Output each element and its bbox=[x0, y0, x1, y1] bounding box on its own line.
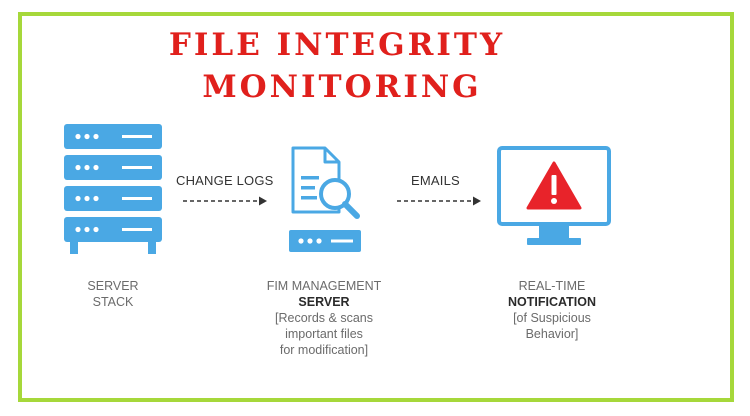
diagram-frame: FILE INTEGRITY MONITORING SERVER STACK C… bbox=[18, 12, 734, 402]
dashed-arrow-2 bbox=[397, 196, 481, 206]
title-line-1: FILE INTEGRITY bbox=[168, 27, 506, 63]
dashed-arrow-1 bbox=[183, 196, 267, 206]
notification-label: REAL-TIME NOTIFICATION [of Suspicious Be… bbox=[508, 279, 596, 341]
fim-server-label: FIM MANAGEMENT SERVER [Records & scans i… bbox=[266, 279, 382, 357]
document-magnifier-icon bbox=[289, 146, 361, 252]
title-line-2: MONITORING bbox=[202, 69, 482, 105]
server-stack-label: SERVER STACK bbox=[87, 279, 139, 309]
edge-label-emails: EMAILS bbox=[411, 173, 460, 188]
diagram-title: FILE INTEGRITY MONITORING bbox=[22, 24, 722, 108]
server-stack-icon bbox=[64, 124, 162, 254]
edge-label-change-logs: CHANGE LOGS bbox=[176, 173, 274, 188]
monitor-alert-icon bbox=[497, 146, 611, 245]
